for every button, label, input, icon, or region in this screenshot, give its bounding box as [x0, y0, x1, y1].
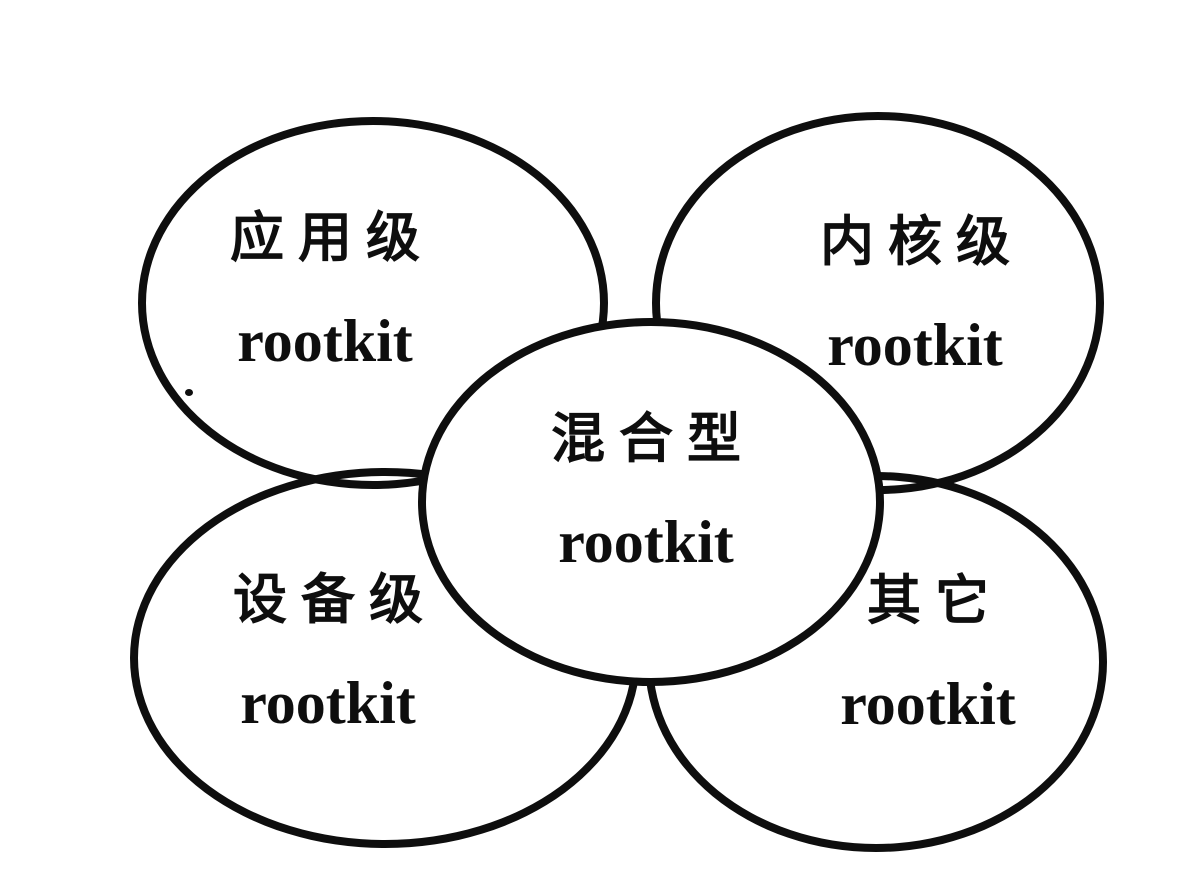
hybrid-label-en: rootkit — [558, 509, 734, 575]
device-level-label-en: rootkit — [240, 670, 416, 736]
ellipse-label-group: 内核级 rootkit — [806, 215, 1024, 375]
application-level-label-en: rootkit — [237, 308, 413, 374]
other-label-en: rootkit — [840, 671, 1016, 737]
ellipse-label-group: 混合型 rootkit — [537, 412, 755, 572]
application-level-label-zh: 应用级 — [230, 208, 434, 268]
ellipse-label-group: 设备级 rootkit — [219, 573, 437, 733]
ellipse-kernel-level: 内核级 rootkit — [652, 112, 1104, 494]
ellipse-label-group: 应用级 rootkit — [216, 211, 434, 371]
ellipse-device-level: 设备级 rootkit — [130, 468, 640, 848]
ink-speck — [185, 389, 193, 396]
hybrid-label-zh: 混合型 — [551, 409, 755, 469]
device-level-label-zh: 设备级 — [233, 570, 437, 630]
other-label-zh: 其它 — [866, 571, 1003, 631]
kernel-level-label-en: rootkit — [827, 312, 1003, 378]
ellipse-label-group: 其它 rootkit — [840, 574, 1016, 734]
kernel-level-label-zh: 内核级 — [820, 212, 1024, 272]
ellipse-hybrid: 混合型 rootkit — [418, 318, 884, 686]
